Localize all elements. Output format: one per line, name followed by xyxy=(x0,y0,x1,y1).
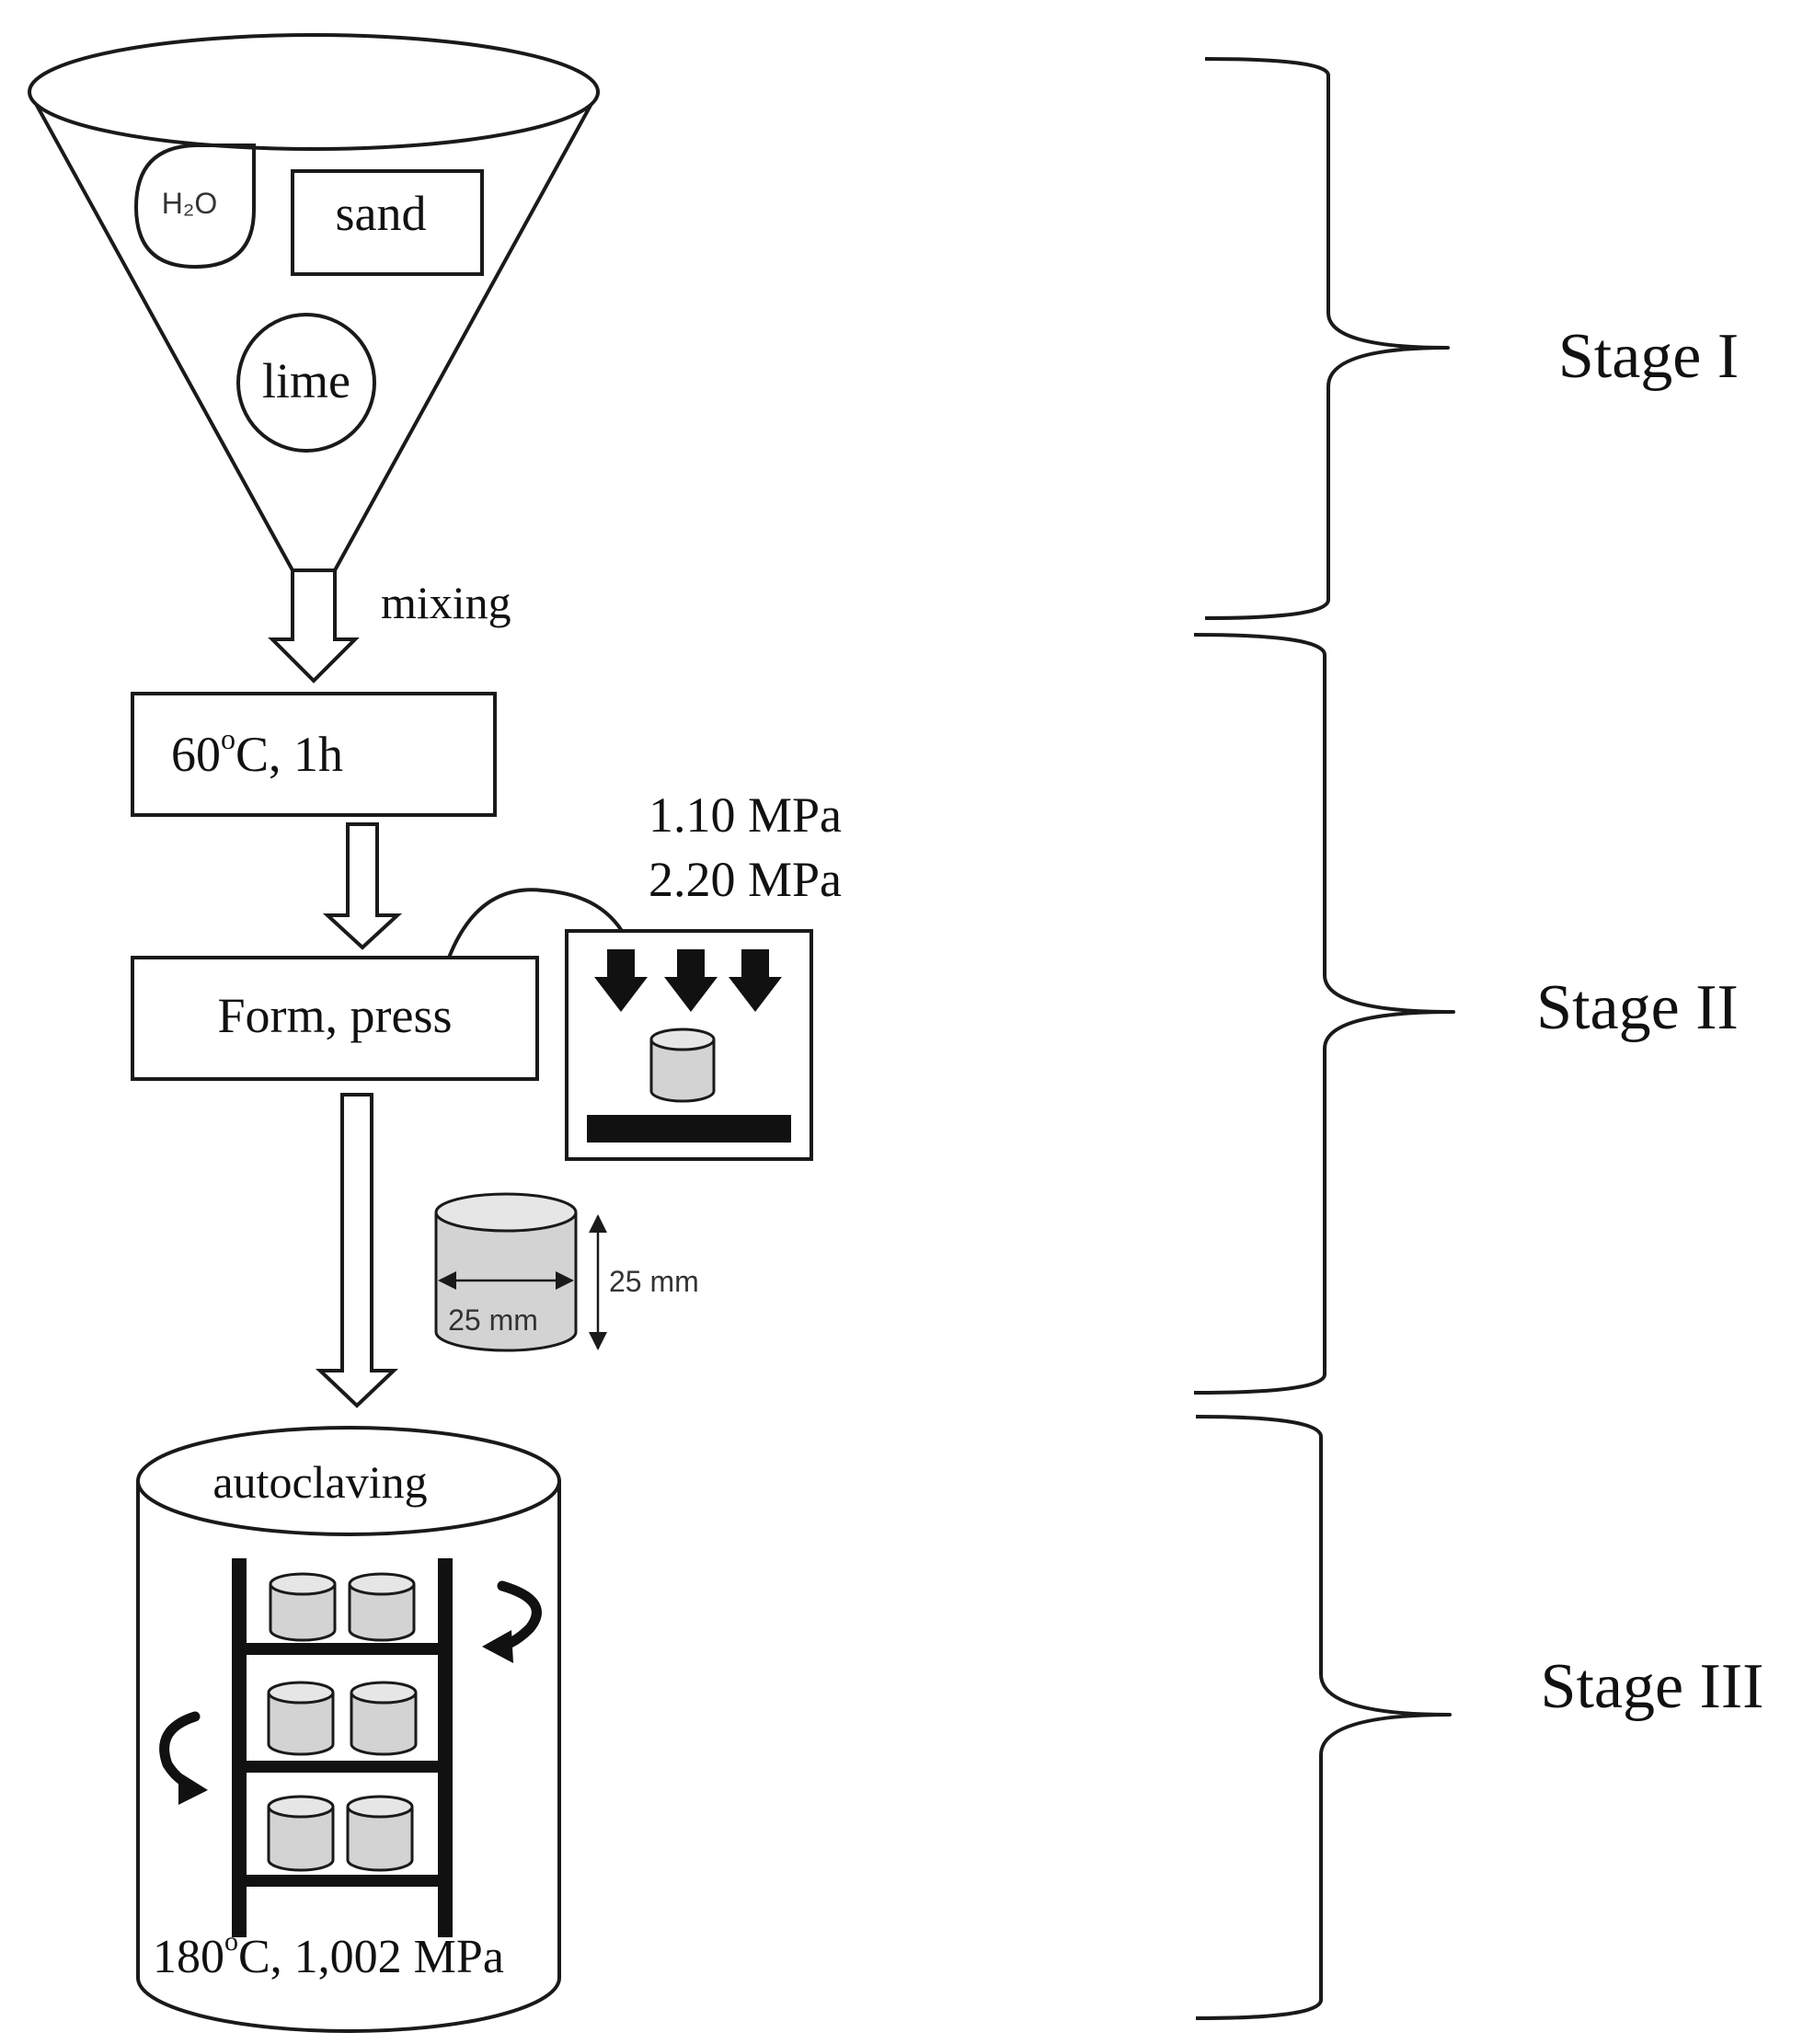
press-down-arrow-icon xyxy=(729,949,782,1012)
heat-treatment-label: 60oC, 1h xyxy=(171,722,343,782)
lime-circle: lime xyxy=(236,313,376,453)
rotation-arrow-icon xyxy=(482,1580,542,1663)
press-down-arrow-icon xyxy=(664,949,718,1012)
rack-specimen xyxy=(348,1572,416,1642)
autoclave-vessel: autoclaving xyxy=(136,1426,561,2033)
mixing-funnel xyxy=(28,33,600,572)
sand-label: sand xyxy=(336,186,427,241)
form-to-autoclave-arrow xyxy=(315,1093,399,1408)
lime-label: lime xyxy=(262,353,350,408)
autoclave-conditions-label: 180oC, 1,002 MPa xyxy=(153,1926,504,1983)
heat-to-form-arrow xyxy=(322,822,403,950)
rack-specimen xyxy=(350,1681,418,1756)
sand-box: sand xyxy=(291,169,484,276)
stage-i-label: Stage I xyxy=(1558,321,1739,392)
press-apparatus xyxy=(565,929,813,1161)
form-press-label: Form, press xyxy=(218,988,453,1043)
form-press-box: Form, press xyxy=(131,956,539,1081)
mixing-label: mixing xyxy=(381,577,511,628)
specimen-diameter-label: 25 mm xyxy=(448,1303,538,1337)
heat-treatment-box: 60oC, 1h xyxy=(131,692,497,817)
stage-iii-brace xyxy=(1195,1415,1452,2020)
specimen-dimensions: 25 mm 25 mm xyxy=(434,1192,699,1352)
press-base-plate xyxy=(587,1115,791,1143)
press-down-arrow-icon xyxy=(594,949,648,1012)
stage-iii-label: Stage III xyxy=(1541,1651,1764,1722)
rotation-arrow-icon xyxy=(159,1711,208,1805)
mixing-arrow xyxy=(268,568,360,683)
stage-ii-label: Stage II xyxy=(1536,972,1739,1043)
rack-specimen xyxy=(346,1795,414,1872)
pressure-label-2: 2.20 MPa xyxy=(649,852,842,907)
rack-specimen xyxy=(267,1681,335,1756)
specimen-rack xyxy=(232,1558,453,1937)
pressed-specimen xyxy=(649,1028,716,1103)
water-drop-icon: H₂O xyxy=(133,144,256,270)
pressure-label-1: 1.10 MPa xyxy=(649,787,842,843)
specimen-height-label: 25 mm xyxy=(609,1265,699,1298)
stage-i-brace xyxy=(1204,57,1450,620)
autoclave-label: autoclaving xyxy=(212,1456,427,1508)
stage-ii-brace xyxy=(1193,633,1455,1395)
rack-specimen xyxy=(267,1795,335,1872)
funnel-rim xyxy=(28,33,600,151)
water-label: H₂O xyxy=(162,187,217,220)
press-connector xyxy=(447,888,624,959)
rack-specimen xyxy=(269,1572,337,1642)
